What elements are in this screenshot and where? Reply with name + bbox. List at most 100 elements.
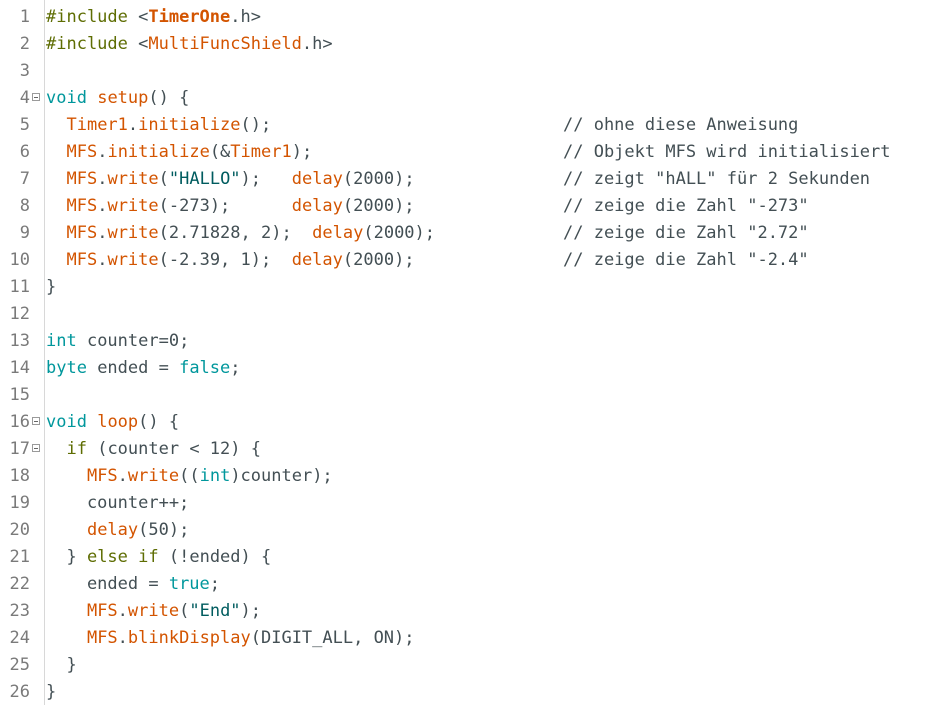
- code-line[interactable]: 1 #include <TimerOne.h>: [0, 3, 952, 30]
- code-token: )counter);: [230, 466, 333, 486]
- code-token: loop: [97, 412, 139, 432]
- code-line[interactable]: 5 Timer1.initialize();// ohne diese Anwe…: [0, 111, 952, 138]
- code-comment: // zeigt "hALL" für 2 Sekunden: [563, 169, 871, 189]
- code-line[interactable]: 11}: [0, 273, 952, 300]
- line-number: 2: [19, 34, 30, 54]
- code-line[interactable]: 25 }: [0, 651, 952, 678]
- code-token: .: [97, 169, 108, 189]
- fold-toggle-icon[interactable]: [32, 93, 40, 101]
- code-token: (: [158, 169, 169, 189]
- code-token: (2.71828, 2);: [158, 223, 313, 243]
- code-line[interactable]: 7 MFS.write("HALLO"); delay(2000); // zei…: [0, 165, 952, 192]
- code-line[interactable]: 19 counter++;: [0, 489, 952, 516]
- code-line[interactable]: 24 MFS.blinkDisplay(DIGIT_ALL, ON);: [0, 624, 952, 651]
- code-line[interactable]: 21 } else if (!ended) {: [0, 543, 952, 570]
- line-number: 26: [9, 682, 30, 702]
- code-line[interactable]: 23 MFS.write("End");: [0, 597, 952, 624]
- code-text: }: [46, 680, 56, 704]
- line-number: 3: [19, 61, 30, 81]
- code-token: (counter < 12) {: [86, 439, 261, 459]
- code-token: .: [117, 601, 128, 621]
- line-number: 18: [9, 466, 30, 486]
- code-token: true: [168, 574, 210, 594]
- code-token: false: [179, 358, 231, 378]
- code-token: );: [291, 142, 313, 162]
- code-token: MultiFuncShield: [148, 34, 302, 54]
- code-token: (DIGIT_ALL, ON);: [250, 628, 415, 648]
- line-number: 22: [9, 574, 30, 594]
- code-token: if: [138, 547, 159, 567]
- code-token: [87, 88, 97, 108]
- code-line[interactable]: 9 MFS.write(2.71828, 2); delay(2000);// …: [0, 219, 952, 246]
- line-number: 21: [9, 547, 30, 567]
- code-token: delay: [291, 196, 343, 216]
- code-token: byte: [46, 358, 87, 378]
- code-token: Timer1: [66, 115, 128, 135]
- fold-toggle-icon[interactable]: [32, 444, 40, 452]
- code-token: [46, 169, 66, 189]
- code-text: #include <TimerOne.h>: [46, 5, 261, 29]
- code-text: MFS.blinkDisplay(DIGIT_ALL, ON);: [46, 626, 415, 650]
- code-token: .: [97, 223, 108, 243]
- code-line[interactable]: 17 if (counter < 12) {: [0, 435, 952, 462]
- code-text: MFS.write("HALLO"); delay(2000);: [46, 167, 415, 191]
- code-comment: // zeige die Zahl "-273": [563, 196, 809, 216]
- fold-toggle-icon[interactable]: [32, 417, 40, 425]
- code-line[interactable]: 12: [0, 300, 952, 327]
- code-line[interactable]: 15: [0, 381, 952, 408]
- code-token: .: [117, 628, 128, 648]
- code-line[interactable]: 3: [0, 57, 952, 84]
- code-token: write: [127, 466, 180, 486]
- code-token: [46, 601, 87, 621]
- code-token: else: [86, 547, 128, 567]
- code-text: int counter=0;: [46, 329, 189, 353]
- code-line[interactable]: 26}: [0, 678, 952, 705]
- code-token: .: [127, 115, 139, 135]
- code-token: ended =: [86, 358, 180, 378]
- code-token: MFS: [86, 601, 118, 621]
- code-text: counter++;: [46, 491, 189, 515]
- line-number: 6: [19, 142, 30, 162]
- code-token: MFS: [66, 169, 98, 189]
- code-line[interactable]: 18 MFS.write((int)counter);: [0, 462, 952, 489]
- code-token: (-273);: [158, 196, 292, 216]
- code-token: .: [97, 250, 108, 270]
- code-token: [46, 466, 87, 486]
- code-line[interactable]: 8 MFS.write(-273); delay(2000);// zeige …: [0, 192, 952, 219]
- code-token: );: [240, 169, 292, 189]
- code-token: }: [46, 682, 57, 702]
- line-number: 1: [19, 7, 30, 27]
- code-text: if (counter < 12) {: [46, 437, 261, 461]
- code-token: [46, 142, 66, 162]
- code-token: );: [240, 601, 262, 621]
- code-token: delay: [86, 520, 139, 540]
- gutter-divider: [44, 0, 45, 705]
- code-text: MFS.write("End");: [46, 599, 261, 623]
- code-line[interactable]: 10 MFS.write(-2.39, 1); delay(2000);// z…: [0, 246, 952, 273]
- code-token: delay: [291, 250, 343, 270]
- code-token: ((: [179, 466, 200, 486]
- code-token: .: [97, 142, 108, 162]
- line-number: 24: [9, 628, 30, 648]
- code-text: byte ended = false;: [46, 356, 241, 380]
- code-line[interactable]: 2 #include <MultiFuncShield.h>: [0, 30, 952, 57]
- code-line[interactable]: 6 MFS.initialize(&Timer1);// Objekt MFS …: [0, 138, 952, 165]
- line-number: 17: [9, 439, 30, 459]
- code-token: (: [179, 601, 190, 621]
- code-token: (2000);: [342, 169, 415, 189]
- code-token: setup: [97, 88, 149, 108]
- code-token: MFS: [66, 142, 98, 162]
- code-token: initialize: [138, 115, 241, 135]
- code-token: ended =: [46, 574, 169, 594]
- code-token: (2000);: [342, 196, 415, 216]
- code-line[interactable]: 22 ended = true;: [0, 570, 952, 597]
- code-text: #include <MultiFuncShield.h>: [46, 32, 333, 56]
- line-number: 8: [19, 196, 30, 216]
- line-number: 7: [19, 169, 30, 189]
- code-line[interactable]: 20 delay(50);: [0, 516, 952, 543]
